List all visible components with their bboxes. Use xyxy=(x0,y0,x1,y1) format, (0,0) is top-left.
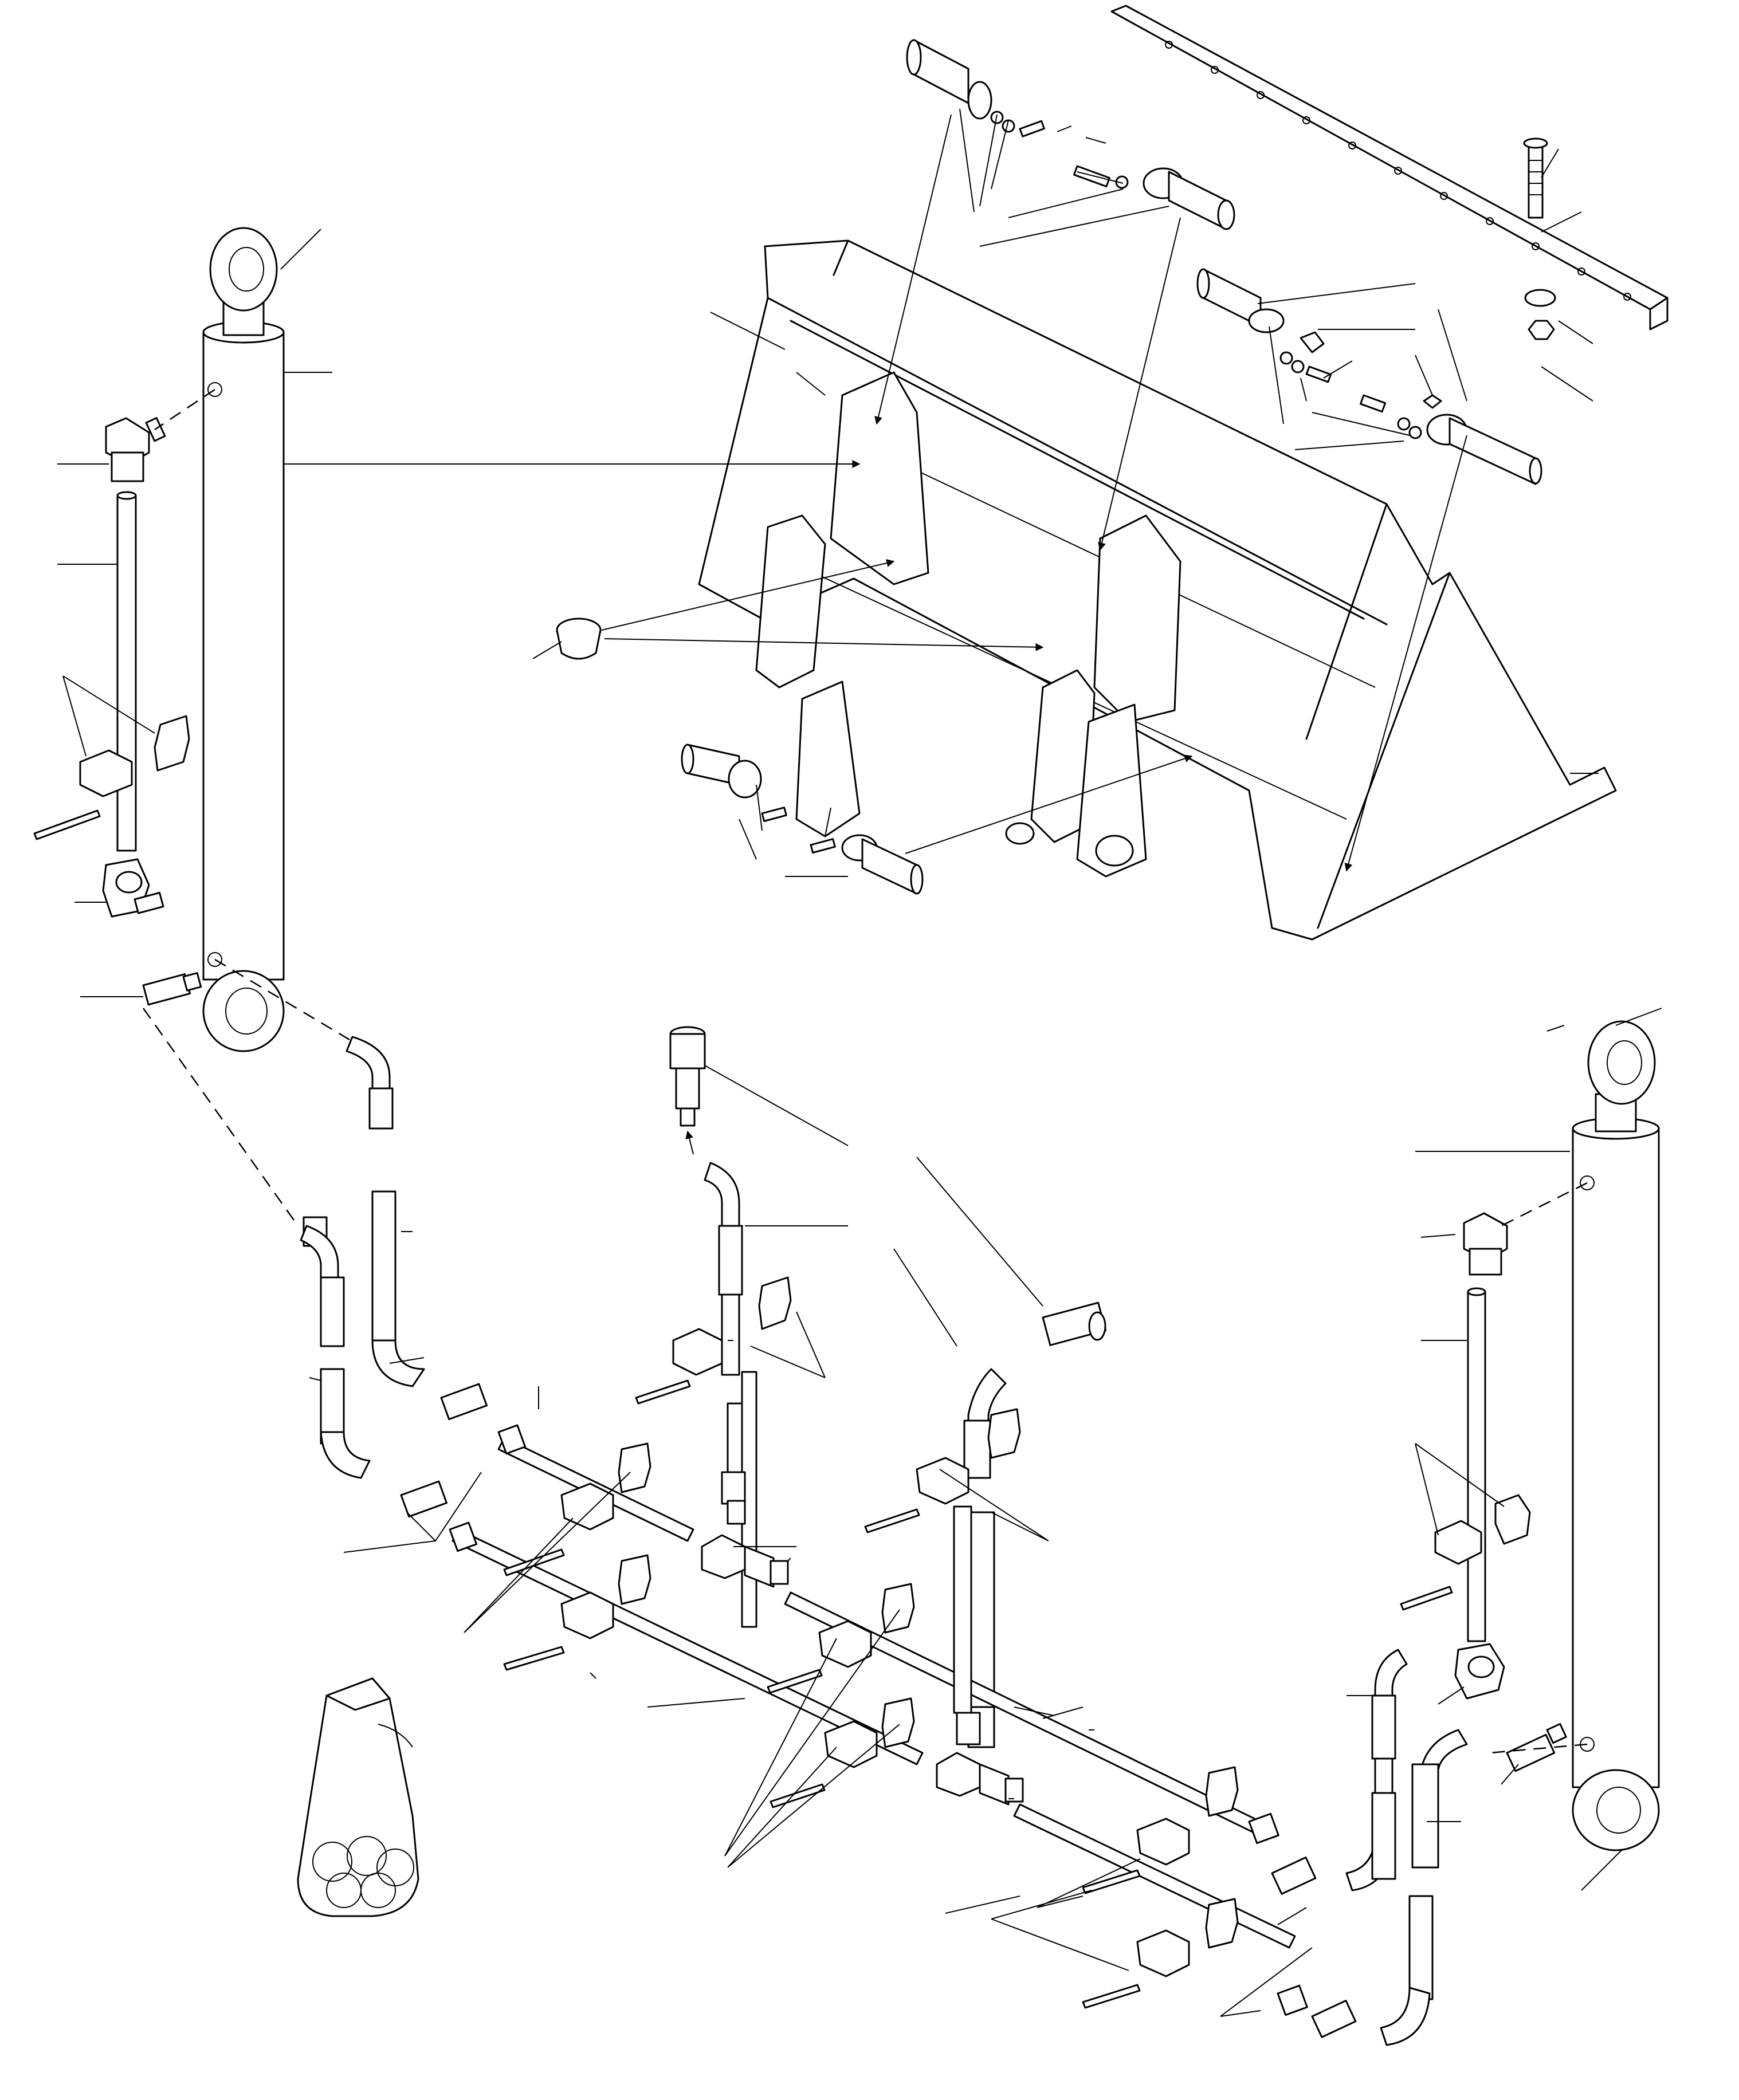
left-upper-elbow xyxy=(105,417,166,482)
bucket-bushing xyxy=(556,618,602,660)
straight-adapters xyxy=(400,1383,1357,2038)
right-lift-cylinder xyxy=(1572,1020,1660,1851)
right-tube-clamp xyxy=(1400,1494,1531,1611)
pivot-pin-top xyxy=(906,39,1045,137)
pivot-pin-right xyxy=(1196,268,1332,383)
pivot-pin-lower-left xyxy=(681,744,787,823)
tube-clamps xyxy=(503,1276,1239,2009)
tee-fittings xyxy=(701,1534,1024,1806)
left-lift-cylinder xyxy=(202,227,285,1052)
fittings-bag xyxy=(297,1677,419,1917)
right-straight-adapter xyxy=(1506,1723,1567,1772)
right-lower-elbow xyxy=(1454,1643,1505,1700)
pivot-pin-lower-right xyxy=(810,834,924,895)
leader-lines xyxy=(57,108,1662,2017)
left-lower-elbow xyxy=(102,858,164,918)
dashed-connection-lines xyxy=(142,388,1588,1754)
right-vertical-tube xyxy=(1467,1287,1486,1642)
hydraulic-hoses xyxy=(300,1036,1468,2046)
quick-coupler xyxy=(669,1026,1107,1346)
pivot-pin-right-upper xyxy=(1073,165,1235,230)
left-tube-clamp xyxy=(33,715,190,840)
cutting-edge xyxy=(1110,5,1669,331)
pivot-pin-right-lower xyxy=(1360,394,1542,485)
right-upper-elbow xyxy=(1463,1212,1508,1276)
bucket-bracket-left xyxy=(755,371,929,837)
left-straight-adapter xyxy=(142,972,202,1006)
cutting-edge-bolt xyxy=(1523,137,1556,340)
left-vertical-tube xyxy=(116,491,137,852)
bucket-bracket-right xyxy=(1005,514,1181,878)
